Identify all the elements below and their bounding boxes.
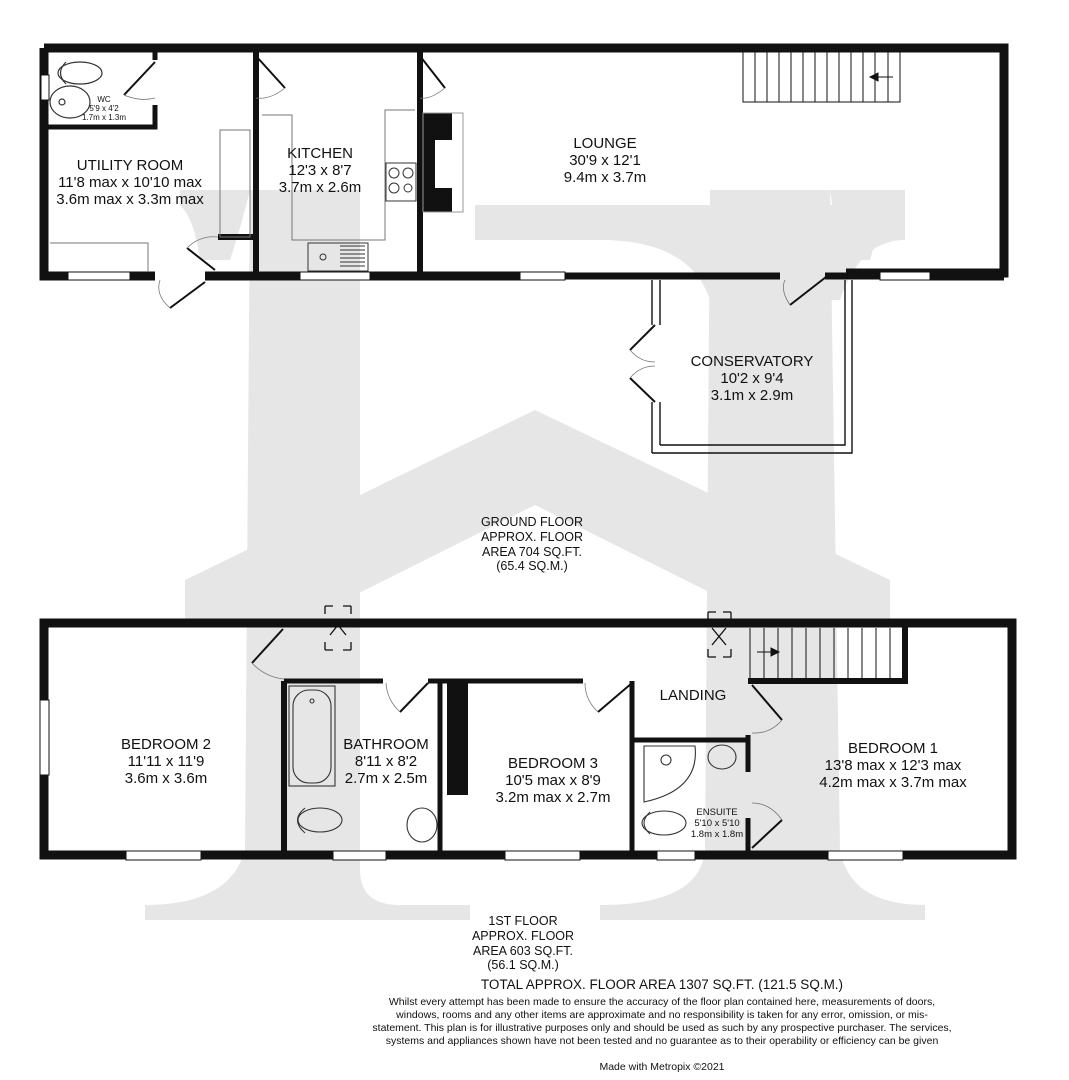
area-line: APPROX. FLOOR	[480, 529, 584, 544]
room-imperial: 11'8 max x 10'10 max	[58, 173, 202, 191]
room-metric: 9.4m x 3.7m	[563, 168, 647, 186]
room-label-conservatory: CONSERVATORY 10'2 x 9'4 3.1m x 2.9m	[690, 353, 814, 404]
room-imperial: 5'9 x 4'2	[89, 104, 119, 114]
area-line: GROUND FLOOR	[480, 515, 584, 529]
room-metric: 3.6m x 3.6m	[124, 769, 208, 787]
room-label-wc: WC 5'9 x 4'2 1.7m x 1.3m	[82, 95, 126, 123]
room-metric: 3.1m x 2.9m	[710, 386, 794, 404]
room-label-lounge: LOUNGE 30'9 x 12'1 9.4m x 3.7m	[563, 135, 647, 186]
room-name: LANDING	[659, 687, 727, 704]
area-line: APPROX. FLOOR	[471, 928, 575, 943]
room-name: BEDROOM 2	[120, 736, 212, 753]
area-line: AREA 704 SQ.FT.	[481, 544, 583, 559]
room-metric: 3.2m max x 2.7m	[495, 788, 611, 806]
first-floor-plan	[39, 605, 1017, 861]
room-label-bedroom1: BEDROOM 1 13'8 max x 12'3 max 4.2m max x…	[819, 740, 967, 791]
room-imperial: 30'9 x 12'1	[569, 151, 641, 169]
room-name: KITCHEN	[287, 145, 353, 162]
room-metric: 1.7m x 1.3m	[81, 113, 127, 123]
room-imperial: 11'11 x 11'9	[127, 752, 205, 770]
room-label-bedroom3: BEDROOM 3 10'5 max x 8'9 3.2m max x 2.7m	[495, 755, 611, 806]
room-name: ENSUITE	[696, 807, 738, 818]
room-label-landing: LANDING	[659, 687, 727, 705]
room-name: UTILITY ROOM	[76, 157, 184, 174]
room-name: BEDROOM 1	[847, 740, 939, 757]
first-floor-area: 1ST FLOOR APPROX. FLOOR AREA 603 SQ.FT. …	[472, 914, 574, 973]
room-name: LOUNGE	[573, 135, 637, 152]
area-line: AREA 603 SQ.FT.	[472, 943, 574, 958]
room-name: WC	[97, 95, 111, 104]
room-imperial: 12'3 x 8'7	[288, 161, 352, 179]
disclaimer-text: Whilst every attempt has been made to en…	[372, 996, 952, 1048]
room-metric: 4.2m max x 3.7m max	[819, 773, 967, 791]
total-floor-area: TOTAL APPROX. FLOOR AREA 1307 SQ.FT. (12…	[480, 977, 844, 992]
room-name: CONSERVATORY	[690, 353, 814, 370]
room-imperial: 10'2 x 9'4	[720, 369, 784, 387]
room-metric: 1.8m x 1.8m	[690, 828, 744, 840]
area-line: (56.1 SQ.M.)	[487, 958, 559, 973]
ground-floor-plan	[39, 43, 1009, 454]
room-name: BATHROOM	[343, 736, 429, 753]
room-name: BEDROOM 3	[507, 755, 599, 772]
room-label-bathroom: BATHROOM 8'11 x 8'2 2.7m x 2.5m	[343, 736, 429, 787]
area-line: 1ST FLOOR	[488, 914, 558, 928]
room-label-utility: UTILITY ROOM 11'8 max x 10'10 max 3.6m m…	[56, 157, 204, 208]
room-label-ensuite: ENSUITE 5'10 x 5'10 1.8m x 1.8m	[690, 807, 744, 841]
credit-text: Made with Metropix ©2021	[599, 1061, 725, 1073]
area-line: (65.4 SQ.M.)	[496, 559, 568, 574]
room-label-bedroom2: BEDROOM 2 11'11 x 11'9 3.6m x 3.6m	[120, 736, 212, 787]
ground-floor-area: GROUND FLOOR APPROX. FLOOR AREA 704 SQ.F…	[481, 515, 583, 574]
room-metric: 3.7m x 2.6m	[278, 178, 362, 196]
room-imperial: 10'5 max x 8'9	[505, 771, 601, 789]
room-imperial: 13'8 max x 12'3 max	[824, 756, 962, 774]
room-imperial: 8'11 x 8'2	[354, 752, 418, 770]
room-metric: 2.7m x 2.5m	[344, 769, 428, 787]
watermark-logo	[145, 190, 925, 920]
room-metric: 3.6m max x 3.3m max	[56, 190, 204, 208]
room-label-kitchen: KITCHEN 12'3 x 8'7 3.7m x 2.6m	[278, 145, 362, 196]
room-imperial: 5'10 x 5'10	[694, 817, 740, 829]
